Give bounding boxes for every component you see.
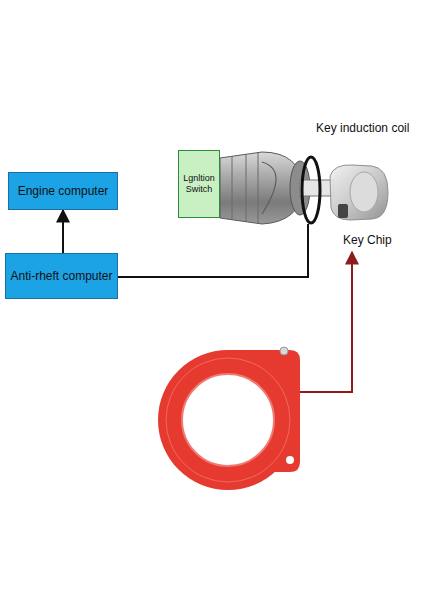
- node-label: Lgnltion Switch: [179, 173, 219, 195]
- process-box: Engine computer: [8, 172, 118, 210]
- connector-arrow: [62, 210, 64, 253]
- part-label: Key induction coil: [316, 121, 409, 135]
- red-coil-board: [158, 347, 300, 490]
- node-label: Anti-rheft computer: [10, 269, 112, 283]
- coil-wire: [118, 224, 308, 277]
- pointer-arrow: [300, 252, 352, 392]
- part-label: Key Chip: [343, 233, 392, 247]
- key: [330, 165, 388, 220]
- process-box: Anti-rheft computer: [5, 253, 118, 299]
- ignition-cylinder: [220, 152, 334, 224]
- switch-box: Lgnltion Switch: [178, 150, 220, 218]
- induction-coil: [302, 157, 320, 223]
- node-label: Engine computer: [18, 184, 109, 198]
